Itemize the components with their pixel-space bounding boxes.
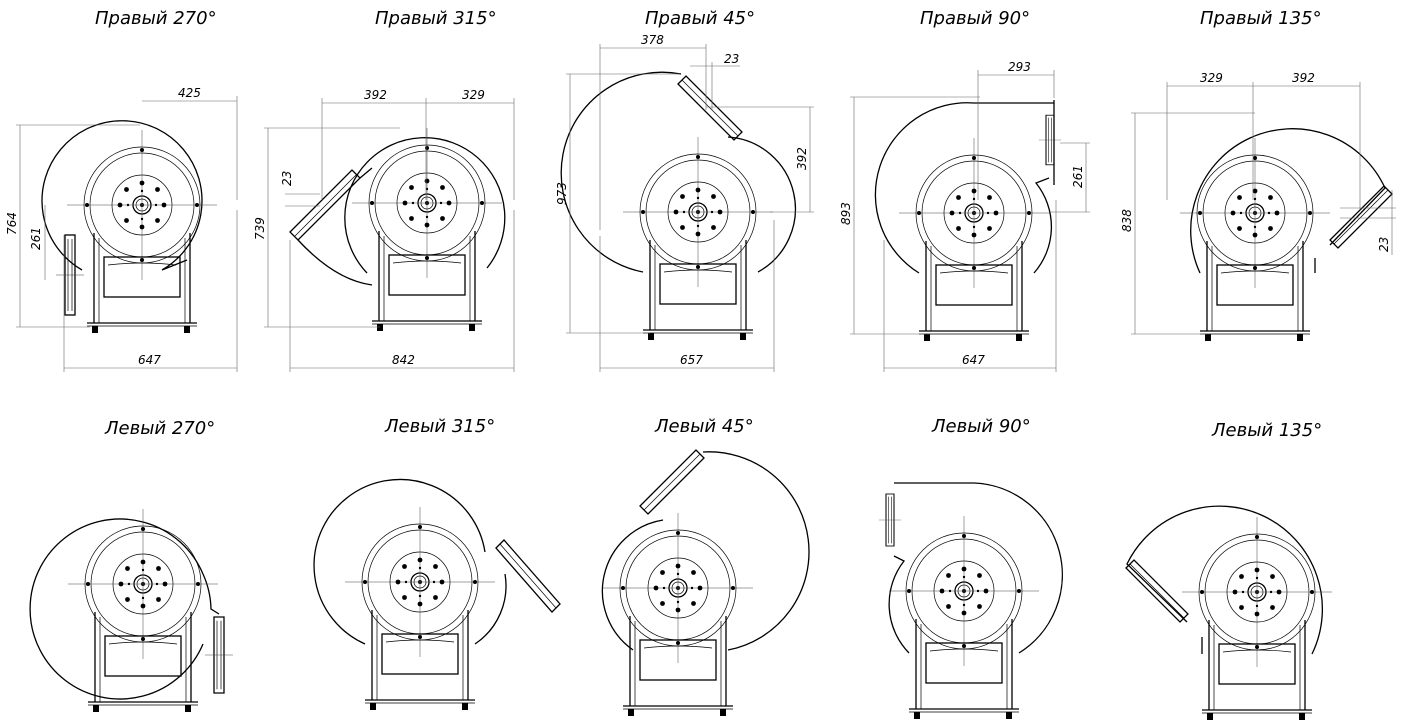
dimension-label: 23 (280, 171, 294, 186)
view-title: Левый 270° (104, 418, 215, 439)
dimension-label: 647 (138, 353, 161, 367)
view-title: Правый 135° (1200, 8, 1322, 29)
view-title: Правый 315° (375, 8, 497, 29)
dimension-label: 378 (641, 33, 664, 47)
view-left-135: Левый 135° (1125, 420, 1333, 721)
view-title: Левый 315° (384, 416, 495, 437)
view-left-315: Левый 315° (313, 416, 561, 711)
view-title: Правый 90° (920, 8, 1030, 29)
dimension-label: 392 (364, 88, 387, 102)
dimension-label: 842 (392, 353, 415, 367)
view-left-90: Левый 90° (878, 416, 1063, 720)
view-left-270: Левый 270° (29, 418, 234, 713)
dimension-label: 647 (962, 353, 985, 367)
dimension-label: 425 (178, 86, 201, 100)
dimension-label: 838 (1120, 209, 1134, 232)
dimension-label: 764 (5, 212, 19, 235)
dimension-label: 392 (1292, 71, 1315, 85)
view-title: Левый 135° (1211, 420, 1322, 441)
dimension-label: 261 (1071, 165, 1085, 188)
view-title: Левый 90° (931, 416, 1031, 437)
dimension-label: 23 (1377, 237, 1391, 252)
view-right-315: Правый 315° 392 329 23 739 842 (253, 8, 515, 372)
dimension-label: 973 (555, 182, 569, 205)
dimension-label: 23 (724, 52, 739, 66)
view-right-90: Правый 90° 293 893 261 647 (839, 8, 1090, 372)
view-title: Левый 45° (654, 416, 754, 437)
view-right-45: Правый 45° 378 23 973 392 657 (555, 8, 814, 372)
view-right-270: Правый 270° 425 764 261 647 (5, 8, 238, 372)
dimension-label: 392 (795, 147, 809, 170)
dimension-label: 893 (839, 202, 853, 225)
dimension-label: 657 (680, 353, 703, 367)
dimension-label: 329 (1200, 71, 1223, 85)
dimension-label: 739 (253, 217, 267, 240)
view-title: Правый 45° (645, 8, 755, 29)
view-right-135: Правый 135° 329 392 838 23 (1120, 8, 1396, 342)
dimension-label: 261 (29, 227, 43, 250)
dimension-label: 293 (1008, 60, 1031, 74)
view-title: Правый 270° (95, 8, 217, 29)
view-left-45: Левый 45° (601, 416, 810, 717)
dimension-label: 329 (462, 88, 485, 102)
